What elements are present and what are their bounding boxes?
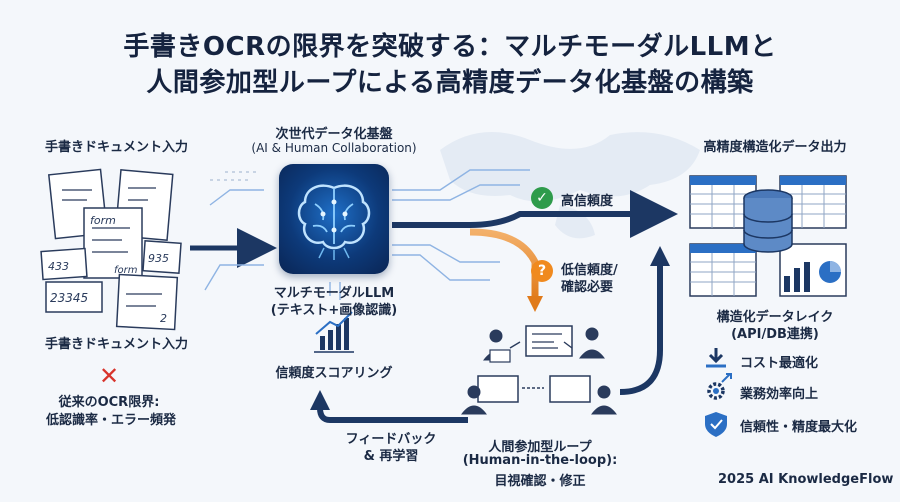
input-bottom-label: 手書きドキュメント入力 [45,337,189,352]
output-title: 高精度構造化データ出力 [703,140,847,155]
incoming-data-dashes [210,171,258,181]
doc-text-form-2: form [114,265,138,276]
platform-title: 次世代データ化基盤 [275,127,393,142]
data-lake-line-1: 構造化データレイク [716,310,834,325]
llm-label-line-1: マルチモーダルLLM [273,286,395,301]
feedback-line-2: & 再学習 [363,449,419,464]
data-lake-line-2: (API/DB連携) [731,327,819,342]
llm-brain-card [279,164,389,274]
doc-text-2: 2 [160,312,167,325]
feedback-arrowhead [310,390,330,410]
data-lake-icon [689,175,847,297]
check-icon: ✓ [531,187,553,209]
doc-text-433: 433 [48,260,69,273]
low-confidence-line-1: 低信頼度/ [561,263,618,278]
low-confidence-arrow [469,228,539,300]
limitation-line-2: 低認識率・エラー頻発 [46,413,177,428]
error-x-icon: ✕ [99,362,120,390]
doc-text-935: 935 [148,252,169,265]
shield-icon [705,412,727,437]
benefit-reliability: 信頼性・精度最大化 [740,420,858,435]
high-confidence-label: 高信頼度 [561,194,614,209]
llm-label-line-2: (テキスト+画像認識) [270,303,398,318]
gear-icon [707,373,732,400]
low-confidence-line-2: 確認必要 [561,280,614,295]
footer-credit: 2025 AI KnowledgeFlow [718,472,894,487]
doc-text-form: form [90,214,116,227]
circuit-lines [204,169,530,300]
feedback-line-1: フィードバック [345,432,437,447]
scoring-label: 信頼度スコアリング [275,366,393,381]
input-top-label: 手書きドキュメント入力 [45,140,189,155]
hitl-label-line-1: 人間参加型ループ [488,440,592,455]
benefit-efficiency: 業務効率向上 [740,387,819,402]
download-icon [706,348,726,368]
bar-chart-icon [314,311,354,353]
human-review-team-icon [460,325,618,415]
high-confidence-arrow [392,190,678,238]
feedback-arrow [317,407,468,423]
title-line-2: 人間参加型ループによる高精度データ化基盤の構築 [146,68,754,98]
brain-icon [297,184,371,260]
hitl-label-line-3: 目視確認・修正 [494,474,586,489]
hitl-to-output-arrowhead [650,246,670,266]
low-confidence-arrowhead [527,296,543,312]
limitation-line-1: 従来のOCR限界: [58,395,160,410]
question-icon: ? [531,260,553,282]
platform-subtitle: (AI & Human Collaboration) [251,141,417,155]
benefit-cost: コスト最適化 [740,356,819,371]
hitl-label-line-2: (Human-in-the-loop): [462,453,618,468]
handwritten-documents-icon [40,168,182,331]
hitl-to-output-arrow [619,262,663,395]
doc-text-23345: 23345 [50,291,88,305]
title-line-1: 手書きOCRの限界を突破する：マルチモーダルLLMと [123,32,777,62]
